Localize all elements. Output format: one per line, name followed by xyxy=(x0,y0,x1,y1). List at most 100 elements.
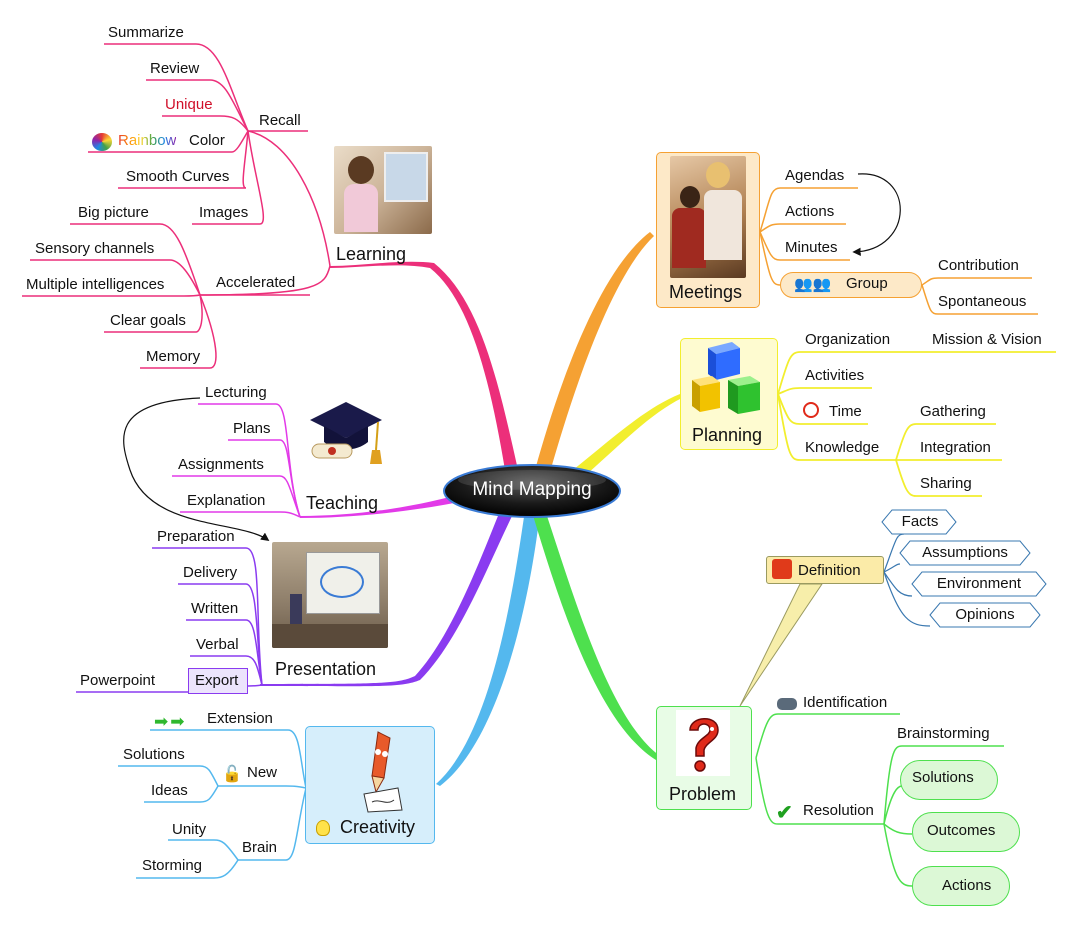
creativity-new-ideas: Ideas xyxy=(151,782,188,799)
group-node[interactable] xyxy=(780,272,922,298)
presentation-delivery: Delivery xyxy=(183,564,238,581)
branch-problem xyxy=(532,510,660,760)
learning-label: Learning xyxy=(336,244,407,264)
branch-creativity xyxy=(436,510,540,786)
creativity-label: Creativity xyxy=(340,817,416,837)
recall-unique: Unique xyxy=(165,96,213,113)
accelerated-label: Accelerated xyxy=(216,274,296,291)
meetings-agendas: Agendas xyxy=(785,167,845,184)
accelerated-big-picture: Big picture xyxy=(78,204,149,221)
teaching-plans: Plans xyxy=(233,420,271,437)
recall-smooth-curves: Smooth Curves xyxy=(126,168,230,185)
green-arrows-icon: ➡➡ xyxy=(154,712,187,731)
presentation-photo xyxy=(272,542,388,648)
learning-photo xyxy=(334,146,432,234)
recall-review: Review xyxy=(150,60,200,77)
presentation-powerpoint: Powerpoint xyxy=(80,672,156,689)
meetings-minutes: Minutes xyxy=(785,239,838,256)
people-icon: 👥👥 xyxy=(794,276,832,293)
knowledge-integration: Integration xyxy=(920,439,991,456)
creativity-new: New xyxy=(247,764,278,781)
teaching-lecturing: Lecturing xyxy=(205,384,267,401)
presentation-export: Export xyxy=(195,672,239,689)
definition-facts: Facts xyxy=(901,513,939,530)
branch-planning xyxy=(560,394,682,490)
presentation-written: Written xyxy=(191,600,239,617)
definition-assumptions: Assumptions xyxy=(922,544,1008,561)
teaching-lines xyxy=(172,403,301,518)
resolution-solutions: Solutions xyxy=(912,769,974,786)
group-contribution: Contribution xyxy=(938,257,1019,274)
branch-learning xyxy=(330,261,518,470)
definition-tags xyxy=(881,509,1047,628)
export-node[interactable] xyxy=(188,668,248,694)
meetings-photo xyxy=(670,156,746,278)
graduation-cap-icon xyxy=(310,402,382,464)
question-mark-icon xyxy=(676,710,730,776)
problem-identification: Identification xyxy=(803,694,888,711)
pencil-character-icon xyxy=(363,731,403,813)
recall-rainbow: Rainbow xyxy=(118,132,176,150)
resolution-brainstorming: Brainstorming xyxy=(897,725,990,742)
group-label: Group xyxy=(846,275,888,292)
meetings-lines xyxy=(759,187,1038,315)
presentation-lines xyxy=(76,547,263,693)
creativity-extension: Extension xyxy=(207,710,273,727)
presentation-verbal: Verbal xyxy=(196,636,239,653)
presentation-label: Presentation xyxy=(275,659,377,679)
definition-label: Definition xyxy=(798,562,861,579)
blocks-icon xyxy=(692,342,760,414)
creativity-lines xyxy=(118,729,307,879)
lecturing-link-arrow xyxy=(123,397,270,541)
accelerated-memory: Memory xyxy=(146,348,201,365)
padlock-icon: 🔓 xyxy=(222,766,242,783)
meetings-actions: Actions xyxy=(785,203,835,220)
palette-icon xyxy=(92,133,112,151)
accelerated-sensory: Sensory channels xyxy=(35,240,155,257)
resolution-outcomes-oval[interactable] xyxy=(912,812,1020,852)
creativity-brain-storming: Storming xyxy=(142,857,203,874)
recall-summarize: Summarize xyxy=(108,24,184,41)
planning-activities: Activities xyxy=(805,367,865,384)
checkmark-icon: ✔ xyxy=(776,802,793,824)
creativity-brain-unity: Unity xyxy=(172,821,207,838)
branch-meetings xyxy=(535,232,654,472)
resolution-outcomes: Outcomes xyxy=(927,822,996,839)
center-node[interactable] xyxy=(443,464,621,518)
teaching-explanation: Explanation xyxy=(187,492,266,509)
lightbulb-icon xyxy=(316,820,330,836)
binoculars-icon xyxy=(777,698,797,710)
resolution-actions: Actions xyxy=(942,877,992,894)
rainbow-word: Rainbow xyxy=(118,132,177,149)
planning-time: Time xyxy=(829,403,862,420)
creativity-new-solutions: Solutions xyxy=(123,746,185,763)
recall-color: Color xyxy=(189,132,225,149)
branch-teaching xyxy=(300,492,470,518)
resolution-solutions-oval[interactable] xyxy=(900,760,998,800)
recall-label: Recall xyxy=(259,112,301,129)
teaching-assignments: Assignments xyxy=(178,456,264,473)
learning-lines xyxy=(22,43,331,369)
problem-resolution: Resolution xyxy=(803,802,874,819)
definition-environment: Environment xyxy=(936,575,1022,592)
accelerated-clear-goals: Clear goals xyxy=(110,312,186,329)
definition-callout xyxy=(739,583,823,707)
planning-mission-vision: Mission & Vision xyxy=(932,331,1042,348)
group-spontaneous: Spontaneous xyxy=(938,293,1027,310)
alarm-clock-icon xyxy=(803,402,819,418)
problem-label: Problem xyxy=(669,784,737,804)
planning-label: Planning xyxy=(692,425,763,445)
agendas-minutes-arrow xyxy=(852,173,901,256)
planning-organization: Organization xyxy=(805,331,891,348)
creativity-brain: Brain xyxy=(242,839,278,856)
meetings-label: Meetings xyxy=(669,282,743,302)
puzzle-icon xyxy=(772,559,792,579)
resolution-actions-oval[interactable] xyxy=(912,866,1010,906)
recall-images: Images xyxy=(199,204,249,221)
knowledge-gathering: Gathering xyxy=(920,403,986,420)
presentation-preparation: Preparation xyxy=(157,528,235,545)
definition-opinions: Opinions xyxy=(955,606,1015,623)
knowledge-sharing: Sharing xyxy=(920,475,972,492)
teaching-label: Teaching xyxy=(306,493,379,513)
